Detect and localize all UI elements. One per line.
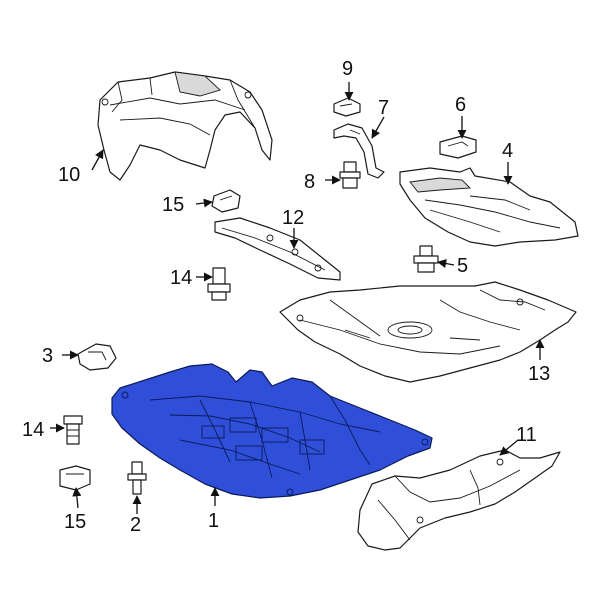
callout-15-upper: 15 — [162, 194, 184, 216]
part-6-clip — [439, 135, 477, 159]
part-9-clip — [333, 97, 361, 117]
callout-13: 13 — [528, 363, 550, 385]
part-8-bolt — [339, 161, 361, 189]
part-15-upper-clip — [211, 189, 241, 213]
callout-2: 2 — [130, 514, 141, 536]
callout-labels: 10 9 7 8 6 4 5 15 12 14 13 3 14 15 2 1 1… — [22, 58, 550, 536]
part-15-lower-clip — [59, 465, 91, 491]
callout-15-lower: 15 — [64, 511, 86, 533]
part-11-splash-shield — [357, 449, 561, 551]
callout-1: 1 — [208, 510, 219, 532]
callout-14-lower: 14 — [22, 419, 44, 441]
part-12-deflector — [214, 217, 341, 281]
part-1-engine-under-cover — [111, 363, 433, 499]
part-10-splash-shield — [97, 71, 273, 181]
callout-7: 7 — [378, 97, 389, 119]
callout-6: 6 — [455, 94, 466, 116]
part-2-stud — [127, 461, 147, 495]
callout-5: 5 — [457, 255, 468, 277]
callout-9: 9 — [342, 58, 353, 80]
leader-lines — [50, 82, 545, 514]
callout-12: 12 — [282, 207, 304, 229]
callout-10: 10 — [58, 164, 80, 186]
part-7-bracket — [333, 123, 385, 179]
part-13-under-cover — [279, 281, 577, 383]
callout-8: 8 — [304, 171, 315, 193]
callout-11: 11 — [516, 424, 537, 446]
part-14-lower-bolt — [63, 415, 83, 445]
callout-3: 3 — [42, 345, 53, 367]
part-14-upper-bolt — [207, 267, 231, 301]
callout-14-upper: 14 — [170, 267, 192, 289]
callout-4: 4 — [502, 140, 513, 162]
part-3-clip — [77, 343, 117, 371]
part-4-shield — [399, 167, 579, 247]
part-5-bolt — [413, 245, 439, 273]
